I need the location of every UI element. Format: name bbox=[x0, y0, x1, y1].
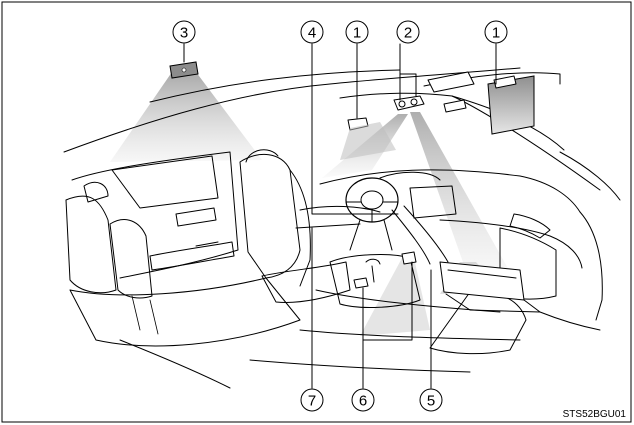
callout-1-passenger-visor: 1 bbox=[484, 20, 508, 44]
driver-headrest bbox=[245, 149, 279, 163]
center-console bbox=[329, 254, 421, 308]
callout-1-driver-visor: 1 bbox=[345, 20, 369, 44]
steering-spokes bbox=[345, 201, 399, 223]
rear-dome-light-beam bbox=[110, 72, 262, 162]
shift-lever bbox=[365, 258, 381, 283]
roof-inner-line bbox=[149, 69, 401, 103]
svg-text:5: 5 bbox=[427, 393, 435, 410]
leader-2 bbox=[399, 43, 417, 101]
air-vent bbox=[509, 213, 551, 239]
leader-4 bbox=[311, 43, 399, 215]
callout-4: 4 bbox=[300, 20, 324, 44]
rear-seatback-left bbox=[65, 195, 117, 294]
dashboard-top bbox=[319, 169, 581, 213]
steering-column bbox=[349, 219, 393, 251]
sun-visor-passenger-vanity bbox=[487, 75, 535, 135]
rear-seat-cushion bbox=[69, 277, 301, 347]
callout-2-personal-lights: 2 bbox=[396, 20, 420, 44]
rear-door-handle bbox=[175, 207, 217, 227]
svg-text:1: 1 bbox=[353, 25, 361, 42]
foot-light-left bbox=[353, 277, 369, 289]
rear-seatback-right bbox=[109, 219, 153, 299]
svg-text:1: 1 bbox=[492, 25, 500, 42]
rear-door-panel bbox=[71, 151, 239, 279]
roof-headliner-edge bbox=[63, 67, 521, 153]
front-personal-light-beam-right bbox=[410, 112, 510, 282]
figure-reference-code: STS52BGU01 bbox=[563, 409, 627, 420]
driver-visor-beam bbox=[340, 122, 396, 160]
instrument-hood bbox=[379, 171, 441, 181]
rear-headrest bbox=[83, 181, 109, 203]
personal-light-lamp-left bbox=[398, 100, 406, 108]
rear-door-armrest bbox=[149, 241, 235, 271]
interior-bottom bbox=[249, 359, 471, 373]
front-floor bbox=[299, 289, 521, 341]
driver-door-trim bbox=[295, 205, 381, 229]
leader-6 bbox=[362, 261, 413, 389]
rear-door-pocket bbox=[195, 241, 219, 247]
vanity-mirror-cover bbox=[493, 75, 517, 89]
center-stack bbox=[391, 205, 449, 265]
right-door-sill bbox=[539, 311, 601, 331]
personal-light-lamp-right bbox=[410, 98, 418, 106]
callout-7: 7 bbox=[300, 388, 324, 412]
driver-seatback bbox=[239, 153, 301, 279]
svg-text:7: 7 bbox=[308, 393, 316, 410]
rear-window bbox=[111, 155, 219, 209]
driver-seat-cushion bbox=[261, 261, 351, 303]
callout-3-rear-dome-light: 3 bbox=[172, 20, 196, 44]
rear-floor bbox=[119, 339, 231, 389]
sun-visor-driver bbox=[427, 71, 475, 93]
front-door-line bbox=[559, 151, 621, 201]
driver-seat-side bbox=[289, 169, 311, 287]
svg-text:4: 4 bbox=[308, 25, 316, 42]
callout-5-glove-box-light: 5 bbox=[419, 388, 443, 412]
right-door-edge bbox=[579, 211, 603, 321]
rearview-mirror bbox=[443, 99, 467, 113]
rear-dome-lamp-switch bbox=[181, 67, 187, 73]
glove-box-lower bbox=[445, 293, 541, 313]
dashboard-lower bbox=[439, 219, 583, 269]
foot-light-right bbox=[401, 251, 417, 265]
svg-text:3: 3 bbox=[180, 25, 188, 42]
svg-text:6: 6 bbox=[359, 393, 367, 410]
rear-seat-belt bbox=[131, 295, 159, 335]
svg-text:2: 2 bbox=[404, 25, 412, 42]
glove-box-door-line bbox=[447, 269, 517, 279]
center-display bbox=[409, 185, 457, 219]
callout-6-foot-lights: 6 bbox=[351, 388, 375, 412]
